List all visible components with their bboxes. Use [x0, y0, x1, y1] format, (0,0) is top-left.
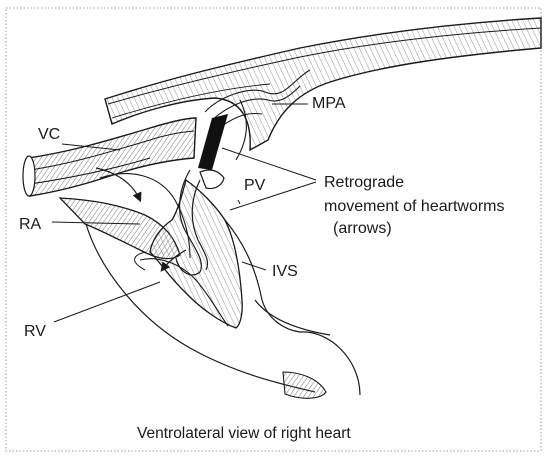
label-vc: VC	[38, 126, 60, 143]
heartworm-mass	[198, 114, 228, 170]
label-mpa: MPA	[312, 95, 346, 112]
apex	[283, 372, 326, 398]
label-rv: RV	[24, 323, 46, 340]
label-retrograde-line1: Retrograde	[324, 174, 404, 191]
figure-caption: Ventrolateral view of right heart	[137, 425, 351, 442]
pulmonary-valve	[200, 170, 224, 189]
label-ivs: IVS	[272, 263, 298, 280]
label-ra: RA	[19, 216, 42, 233]
label-retrograde-line2: movement of heartworms	[324, 198, 505, 215]
label-pv: PV	[244, 177, 266, 194]
label-retrograde-line3: (arrows)	[333, 220, 392, 237]
